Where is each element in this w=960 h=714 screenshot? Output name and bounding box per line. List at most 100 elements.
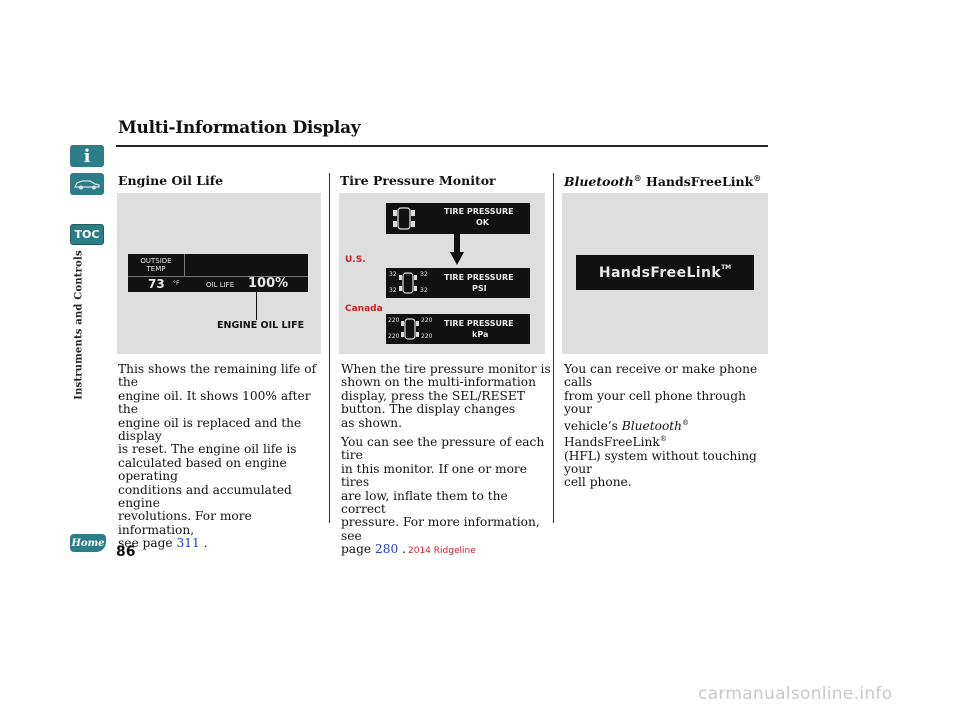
oil-life-callout: ENGINE OIL LIFE: [217, 320, 305, 331]
home-button[interactable]: Home: [70, 534, 106, 552]
body-line: conditions and accumulated engine: [118, 482, 292, 511]
body-line: This shows the remaining life of the: [118, 362, 317, 390]
bluetooth-brand: Bluetooth: [564, 174, 634, 190]
tire-screen-kpa: 220 220 220 220 TIRE PRESSURE kPa: [386, 314, 530, 344]
oil-life-display: OUTSIDE TEMP 73 °F OIL LIFE 100%: [128, 254, 308, 292]
tire-value-rr: 220: [421, 333, 433, 340]
down-arrow-icon: [450, 234, 464, 265]
tire-screen-title: TIRE PRESSURE: [444, 273, 514, 282]
temp-unit: °F: [173, 280, 180, 287]
body-line: calculated based on engine operating: [118, 455, 287, 484]
tire-screen-status: OK: [476, 218, 489, 227]
toc-label: TOC: [74, 228, 100, 241]
tire-layout-icon: [393, 207, 415, 230]
tire-pressure-figure: TIRE PRESSURE OK U.S. 32 32 32 32 TIRE P…: [339, 193, 545, 354]
tire-screen-unit: PSI: [472, 284, 487, 293]
tire-value-fr: 220: [421, 317, 433, 324]
tire-layout-icon: [399, 272, 417, 294]
toc-button[interactable]: TOC: [70, 224, 104, 245]
body-line: display, press the SEL/RESET: [341, 388, 525, 403]
hfl-display: HandsFreeLink TM: [576, 255, 754, 290]
tire-pressure-body-2: You can see the pressure of each tire in…: [341, 435, 553, 557]
see-page-line: see page 311 .: [118, 537, 328, 550]
bluetooth-brand: Bluetooth: [621, 418, 683, 433]
vehicle-index-button[interactable]: [70, 173, 104, 195]
page-title: Multi-Information Display: [118, 118, 361, 138]
outside-temp-value: 73: [148, 277, 165, 291]
outside-temp-label-2: TEMP: [146, 265, 166, 273]
tire-value-rl: 220: [388, 333, 400, 340]
body-line: revolutions. For more information,: [118, 509, 252, 537]
tire-screen-psi: 32 32 32 32 TIRE PRESSURE PSI: [386, 268, 530, 298]
body-line: in this monitor. If one or more tires: [341, 461, 527, 490]
footer-model: 2014 Ridgeline: [408, 546, 476, 556]
tire-value-fl: 220: [388, 317, 400, 324]
tire-screen-title: TIRE PRESSURE: [444, 207, 514, 216]
see-page-text: see page: [118, 536, 173, 551]
tire-screen-title: TIRE PRESSURE: [444, 319, 514, 328]
page-link-280[interactable]: 280: [374, 542, 399, 557]
registered-mark: ®: [659, 435, 667, 444]
body-line: engine oil is replaced and the display: [118, 415, 302, 444]
see-page-end: .: [203, 536, 208, 551]
hfl-heading: Bluetooth® HandsFreeLink®: [564, 173, 761, 189]
oil-life-value: 100%: [248, 276, 289, 291]
body-line: When the tire pressure monitor is: [341, 362, 551, 376]
body-line: as shown.: [341, 415, 402, 430]
body-line: button. The display changes: [341, 402, 516, 417]
body-line: engine oil. It shows 100% after the: [118, 388, 311, 417]
info-icon: i: [83, 145, 91, 167]
home-label: Home: [71, 537, 105, 549]
column-divider: [553, 173, 554, 523]
hfl-body: You can receive or make phone calls from…: [564, 362, 774, 490]
hfl-heading-text: HandsFreeLink: [641, 174, 754, 190]
see-page-line: page 280 .: [341, 543, 553, 556]
body-text: vehicle’s: [564, 418, 622, 433]
body-line: You can receive or make phone calls: [564, 362, 758, 390]
tire-value-fr: 32: [420, 271, 428, 278]
hfl-display-tm: TM: [721, 264, 732, 271]
car-icon: [74, 180, 100, 190]
section-label-text: Instruments and Controls: [73, 250, 85, 400]
page-link-311[interactable]: 311: [176, 536, 200, 551]
tire-value-rr: 32: [420, 287, 428, 294]
body-line: shown on the multi-information: [341, 375, 536, 390]
canada-label: Canada: [345, 304, 383, 314]
oil-life-heading: Engine Oil Life: [118, 173, 224, 188]
watermark: carmanualsonline.info: [698, 684, 893, 704]
tire-pressure-body-1: When the tire pressure monitor is shown …: [341, 362, 551, 430]
tire-screen-ok: TIRE PRESSURE OK: [386, 203, 530, 234]
info-button[interactable]: i: [70, 145, 104, 167]
see-page-end: .: [402, 542, 406, 557]
oil-life-label: OIL LIFE: [206, 281, 235, 289]
body-line: pressure. For more information, see: [341, 515, 540, 543]
body-line: is reset. The engine oil life is: [118, 442, 297, 457]
body-line: You can see the pressure of each tire: [341, 435, 545, 463]
page-number: 86: [116, 544, 136, 560]
body-line: cell phone.: [564, 475, 632, 490]
body-line: are low, inflate them to the correct: [341, 488, 508, 517]
tire-value-fl: 32: [389, 271, 397, 278]
see-page-text: page: [341, 542, 372, 557]
body-text: HandsFreeLink: [564, 435, 660, 450]
oil-life-figure: OUTSIDE TEMP 73 °F OIL LIFE 100% ENGINE …: [117, 193, 321, 354]
hfl-figure: HandsFreeLink TM: [562, 193, 768, 354]
tire-value-rl: 32: [389, 287, 397, 294]
callout-line: [256, 292, 257, 320]
hfl-display-text: HandsFreeLink: [598, 264, 722, 281]
title-rule: [116, 145, 768, 147]
body-line: vehicle’s Bluetooth® HandsFreeLink®: [564, 417, 774, 450]
body-line: from your cell phone through your: [564, 388, 746, 417]
outside-temp-label: OUTSIDE: [140, 257, 172, 265]
registered-mark: ®: [682, 418, 690, 427]
section-label: Instruments and Controls: [72, 250, 86, 400]
us-label: U.S.: [345, 255, 366, 265]
tire-pressure-heading: Tire Pressure Monitor: [340, 173, 496, 188]
registered-mark: ®: [633, 173, 642, 183]
registered-mark: ®: [753, 173, 762, 183]
column-divider: [329, 173, 330, 523]
tire-screen-unit: kPa: [472, 330, 489, 339]
body-line: (HFL) system without touching your: [564, 448, 757, 476]
tire-layout-icon: [401, 318, 419, 340]
oil-life-body: This shows the remaining life of the eng…: [118, 362, 328, 551]
